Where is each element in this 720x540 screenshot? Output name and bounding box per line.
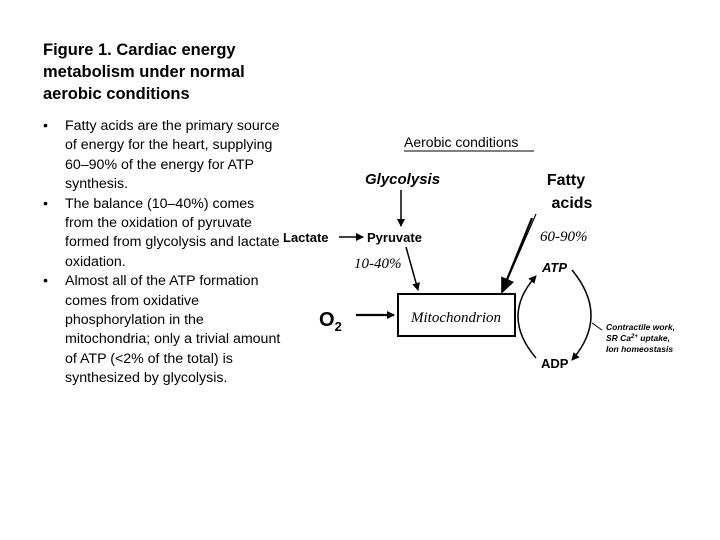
energy-use-line1: Contractile work, (606, 322, 675, 332)
mitochondrion-label: Mitochondrion (410, 310, 501, 326)
fatty-acids-line2: acids (552, 195, 593, 212)
bullet-marker: • (43, 118, 48, 134)
pyruvate-percent-label: 10-40% (354, 256, 402, 272)
lactate-label: Lactate (283, 230, 329, 245)
fatty-acids-percent-label: 60-90% (540, 229, 588, 245)
cardiac-metabolism-diagram: Aerobic conditions Glycolysis Lactate Py… (283, 134, 675, 371)
bullet-item: • The balance (10–40%) comes from the oxi… (43, 195, 283, 273)
slide-title: Figure 1. Cardiac energy metabolism unde… (43, 41, 245, 103)
energy-use-line3: Ion homeostasis (606, 344, 673, 354)
bullet-text: Almost all of the ATP formation comes fr… (65, 273, 281, 387)
bullet-marker: • (43, 195, 48, 212)
bullet-item: • Fatty acids are the primary source of e… (43, 117, 283, 195)
bullet-text: The balance (10–40%) comes from the oxid… (65, 195, 280, 270)
bullet-text: Fatty acids are the primary source of en… (65, 118, 280, 193)
pyruvate-to-mitochondrion-arrow (405, 246, 420, 291)
oxygen-label: O2 (319, 309, 342, 334)
bullet-item: • Almost all of the ATP formation comes f… (43, 272, 283, 388)
adp-label: ADP (541, 356, 569, 371)
energy-use-pointer (591, 322, 603, 331)
diagram-heading: Aerobic conditions (404, 134, 518, 150)
adp-to-atp-arrow (517, 275, 537, 359)
energy-use-line2: SR Ca2+ uptake, (606, 333, 670, 343)
fatty-acids-line1: Fatty (547, 172, 585, 189)
fatty-acids-to-mitochondrion-arrow (501, 213, 537, 294)
pyruvate-label: Pyruvate (367, 230, 422, 245)
bullet-marker: • (43, 273, 48, 290)
glycolysis-label: Glycolysis (365, 171, 440, 188)
atp-to-adp-arrow (571, 269, 592, 361)
atp-label: ATP (541, 260, 567, 275)
mitochondrion-box (397, 293, 516, 337)
bullet-list: • Fatty acids are the primary source of e… (43, 117, 283, 389)
